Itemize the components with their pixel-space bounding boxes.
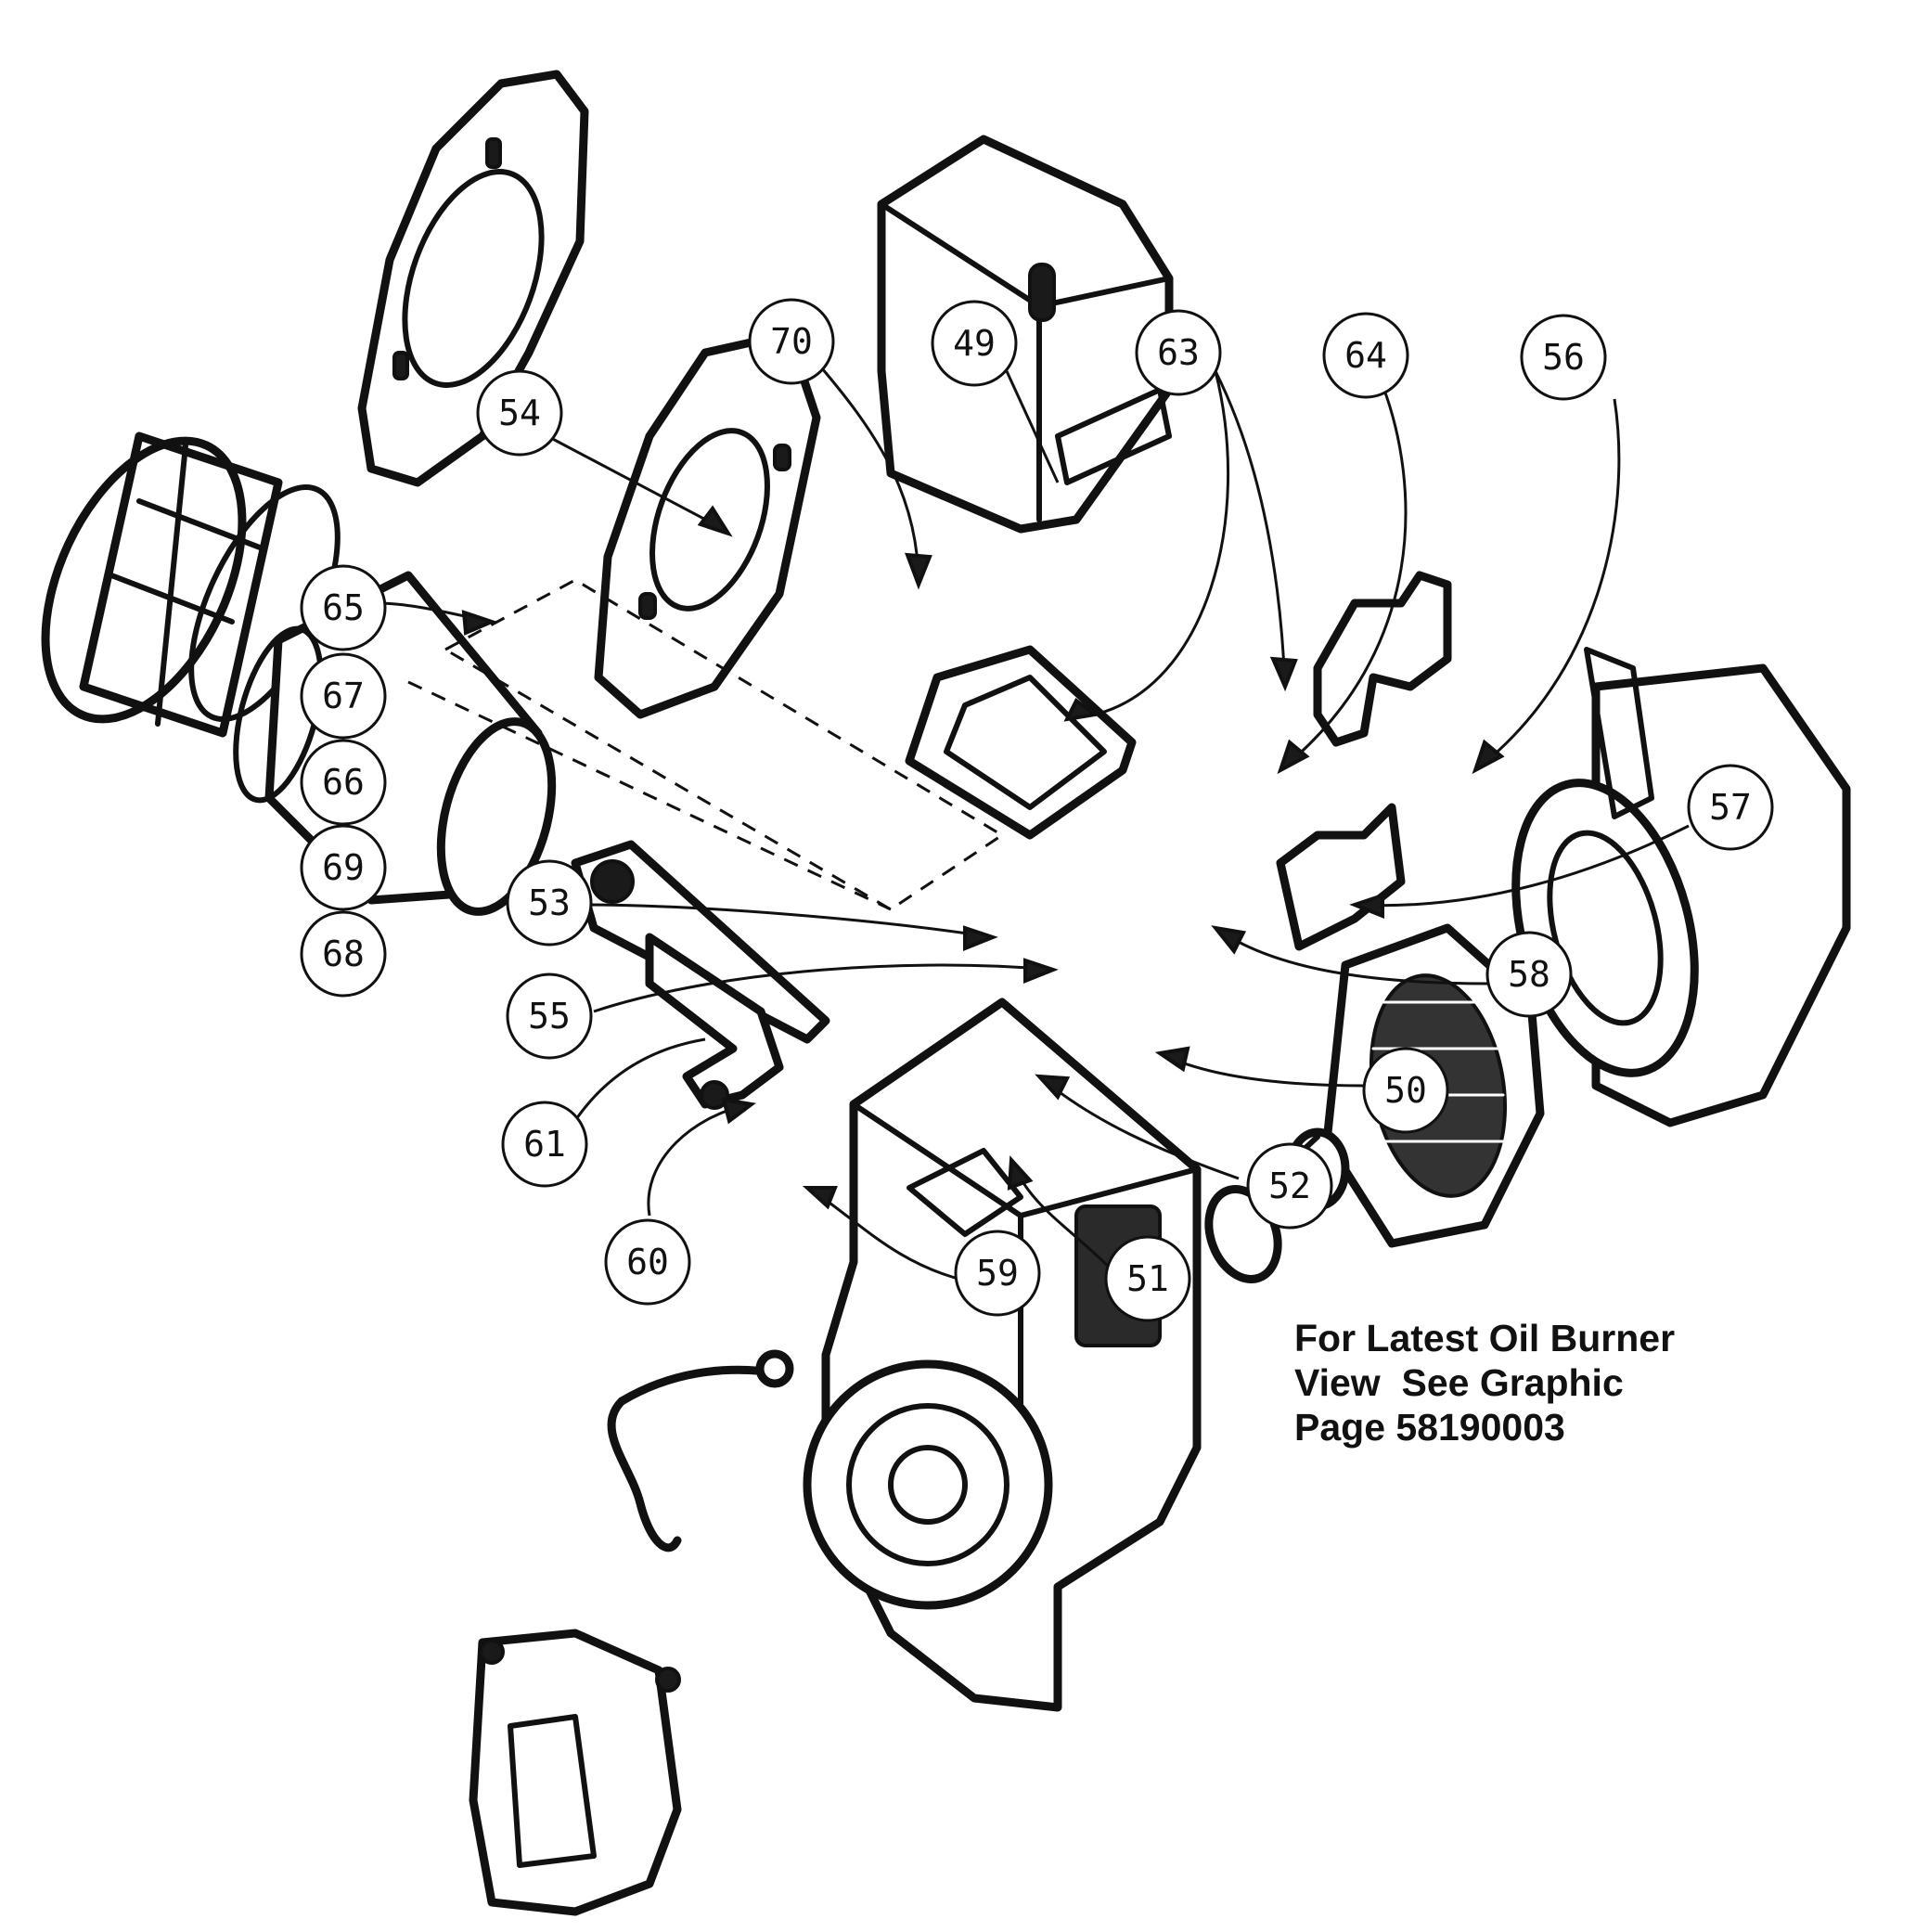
svg-text:54: 54 bbox=[498, 393, 541, 433]
svg-text:68: 68 bbox=[322, 934, 365, 974]
electrode-assembly bbox=[571, 840, 830, 1110]
burner-motor bbox=[1511, 647, 1851, 1127]
svg-text:50: 50 bbox=[1384, 1070, 1427, 1111]
oil-line bbox=[607, 1349, 794, 1552]
svg-text:64: 64 bbox=[1344, 335, 1387, 376]
svg-text:56: 56 bbox=[1542, 337, 1585, 378]
svg-text:57: 57 bbox=[1709, 787, 1752, 828]
control-gasket bbox=[905, 645, 1137, 840]
svg-text:69: 69 bbox=[322, 847, 365, 888]
callout-52: 52 bbox=[1246, 1142, 1333, 1230]
note-line-1: For Latest Oil Burner bbox=[1294, 1317, 1676, 1359]
callout-70: 70 bbox=[748, 298, 835, 385]
svg-text:55: 55 bbox=[528, 996, 571, 1037]
callout-60: 60 bbox=[604, 1218, 691, 1306]
callout-67: 67 bbox=[300, 652, 387, 740]
svg-text:60: 60 bbox=[626, 1242, 669, 1282]
callout-65: 65 bbox=[300, 564, 387, 651]
callout-57: 57 bbox=[1687, 764, 1774, 851]
fuel-pump bbox=[469, 1629, 682, 1916]
note-line-3: Page 58190003 bbox=[1294, 1406, 1565, 1449]
svg-text:67: 67 bbox=[322, 676, 365, 716]
air-band bbox=[41, 431, 341, 738]
callout-49: 49 bbox=[931, 300, 1018, 387]
note-line-2: View See Graphic bbox=[1294, 1361, 1624, 1404]
svg-text:61: 61 bbox=[523, 1124, 566, 1165]
callout-54: 54 bbox=[476, 369, 563, 457]
svg-text:59: 59 bbox=[976, 1253, 1019, 1294]
callout-50: 50 bbox=[1362, 1047, 1449, 1134]
callout-66: 66 bbox=[300, 739, 387, 826]
callout-58: 58 bbox=[1485, 931, 1573, 1018]
svg-text:51: 51 bbox=[1126, 1258, 1169, 1299]
mounting-flange bbox=[357, 70, 589, 487]
callout-69: 69 bbox=[300, 824, 387, 911]
callout-68: 68 bbox=[300, 910, 387, 998]
callout-55: 55 bbox=[506, 972, 593, 1060]
svg-text:66: 66 bbox=[322, 762, 365, 803]
svg-text:70: 70 bbox=[770, 321, 813, 362]
callout-56: 56 bbox=[1520, 314, 1607, 401]
primary-control bbox=[877, 135, 1174, 534]
blast-tube bbox=[233, 571, 557, 916]
reference-note: For Latest Oil Burner View See Graphic P… bbox=[1294, 1316, 1851, 1449]
burner-housing bbox=[803, 998, 1202, 1712]
callout-51: 51 bbox=[1104, 1235, 1191, 1322]
callout-61: 61 bbox=[501, 1101, 588, 1188]
svg-text:53: 53 bbox=[528, 882, 571, 923]
callouts: 49 50 51 52 53 54 55 56 bbox=[300, 298, 1774, 1322]
callout-53: 53 bbox=[506, 859, 593, 947]
callout-64: 64 bbox=[1322, 312, 1409, 399]
arrowheads bbox=[461, 505, 1505, 1210]
dashed-alignment-lines bbox=[407, 578, 1005, 911]
callout-63: 63 bbox=[1135, 309, 1222, 396]
ignitor-bracket bbox=[1276, 571, 1452, 951]
svg-text:65: 65 bbox=[322, 587, 365, 628]
svg-text:63: 63 bbox=[1157, 332, 1200, 373]
svg-text:49: 49 bbox=[953, 323, 996, 364]
svg-text:58: 58 bbox=[1508, 954, 1550, 995]
svg-text:52: 52 bbox=[1268, 1166, 1311, 1206]
callout-59: 59 bbox=[954, 1230, 1041, 1317]
